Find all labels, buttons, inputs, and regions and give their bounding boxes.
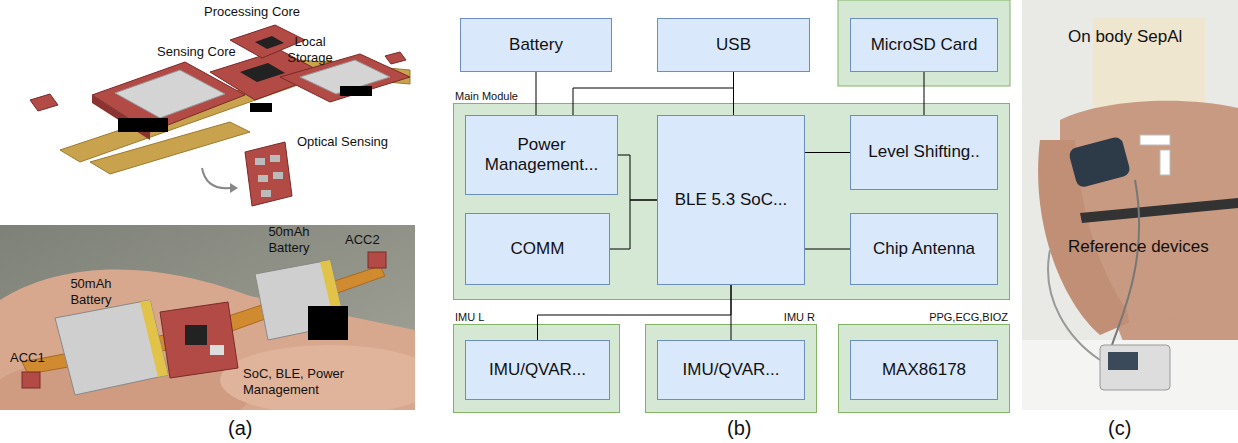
pcb-render: [385, 52, 406, 64]
connector: [538, 285, 732, 340]
group-heading: IMU L: [455, 311, 484, 324]
subject-photo: [1022, 0, 1238, 410]
block-box: COMM: [465, 213, 610, 285]
connector: [573, 72, 734, 115]
subject-photo: [1112, 180, 1139, 345]
pcb-render: [115, 70, 225, 118]
block-label: MicroSD Card: [867, 35, 982, 55]
block-label: BLE 5.3 SoC...: [671, 190, 791, 210]
subject-photo: [1022, 340, 1238, 410]
part-label: Processing Core: [204, 4, 300, 20]
block-label: MAX86178: [878, 360, 970, 380]
block-box: Chip Antenna: [850, 213, 998, 285]
block-label: Chip Antenna: [869, 239, 979, 259]
part-label: Optical Sensing: [297, 134, 388, 150]
photo-label: Reference devices: [1068, 236, 1209, 257]
pcb-render: [230, 183, 238, 193]
connector: [733, 72, 734, 115]
part-label: ACC2: [345, 232, 380, 248]
group-region: Main ModulePower Management...BLE 5.3 So…: [453, 103, 1010, 300]
block-box: IMU/QVAR...: [657, 340, 805, 400]
group-region: PPG,ECG,BIOZMAX86178: [838, 324, 1010, 413]
block-box: Power Management...: [465, 115, 618, 195]
subject-photo: [1068, 136, 1131, 189]
pcb-render: [30, 25, 410, 206]
pcb-render: [30, 94, 58, 111]
panel-letter: (b): [727, 416, 751, 441]
device-photo: [210, 345, 224, 355]
block-box: BLE 5.3 SoC...: [657, 115, 805, 285]
pcb-render: [273, 172, 283, 179]
device-photo: [308, 306, 348, 340]
part-label: SoC, BLE, Power Management: [243, 366, 371, 399]
subject-photo: [1022, 0, 1238, 410]
block-label: Level Shifting..: [864, 142, 984, 162]
subject-photo: [1125, 280, 1238, 327]
part-label: Local Storage: [282, 34, 338, 67]
block-label: USB: [712, 35, 755, 55]
panel-letter: (a): [228, 416, 252, 441]
group-heading: Main Module: [455, 90, 518, 103]
device-photo: [185, 325, 207, 345]
pcb-render: [250, 103, 272, 112]
subject-photo: [1140, 135, 1170, 145]
group-heading: PPG,ECG,BIOZ: [929, 311, 1008, 324]
pcb-render: [202, 168, 230, 188]
connector: [536, 72, 537, 115]
block-box: USB: [657, 18, 810, 72]
pcb-render: [261, 190, 271, 197]
connector: [805, 249, 850, 250]
pcb-render: [118, 118, 168, 132]
group-heading: IMU R: [784, 311, 815, 324]
device-photo: [0, 225, 415, 410]
block-label: Power Management...: [466, 135, 617, 176]
connector: [805, 152, 850, 153]
block-label: COMM: [507, 239, 569, 259]
block-box: MicroSD Card: [850, 18, 998, 72]
part-label: ACC1: [10, 350, 45, 366]
pcb-render: [270, 155, 280, 162]
pcb-render: [90, 122, 250, 174]
subject-photo: [1160, 150, 1170, 175]
pcb-render: [255, 158, 265, 165]
pcb-render: [340, 86, 372, 96]
device-photo: [22, 372, 40, 388]
device-photo: [160, 302, 238, 378]
connector: [924, 72, 925, 115]
block-label: IMU/QVAR...: [679, 360, 784, 380]
part-label: 50mAh Battery: [260, 224, 318, 257]
block-box: Level Shifting..: [850, 115, 998, 190]
device-photo: [220, 345, 415, 410]
device-photo: [55, 300, 168, 395]
subject-photo: [1080, 198, 1238, 223]
connector: [610, 200, 657, 249]
block-label: Battery: [505, 35, 567, 55]
block-box: Battery: [460, 18, 612, 72]
part-label: 50mAh Battery: [62, 276, 120, 309]
pcb-render: [245, 142, 292, 206]
pcb-render: [255, 36, 284, 49]
pcb-render: [240, 63, 285, 82]
subject-photo: [1048, 250, 1100, 360]
part-label: Sensing Core: [157, 44, 236, 60]
block-label: IMU/QVAR...: [485, 360, 590, 380]
group-region: IMU LIMU/QVAR...: [453, 324, 620, 413]
photo-label: On body SepAl: [1068, 26, 1182, 47]
group-region: [838, 0, 1010, 86]
connector: [731, 285, 732, 340]
block-box: IMU/QVAR...: [465, 340, 610, 400]
group-region: IMU RIMU/QVAR...: [645, 324, 817, 413]
device-photo: [368, 252, 386, 268]
pcb-render: [258, 175, 268, 182]
subject-photo: [1108, 352, 1138, 370]
panel-letter: (c): [1108, 416, 1131, 441]
block-box: MAX86178: [850, 340, 998, 400]
connector: [618, 155, 657, 200]
subject-photo: [1100, 345, 1170, 390]
